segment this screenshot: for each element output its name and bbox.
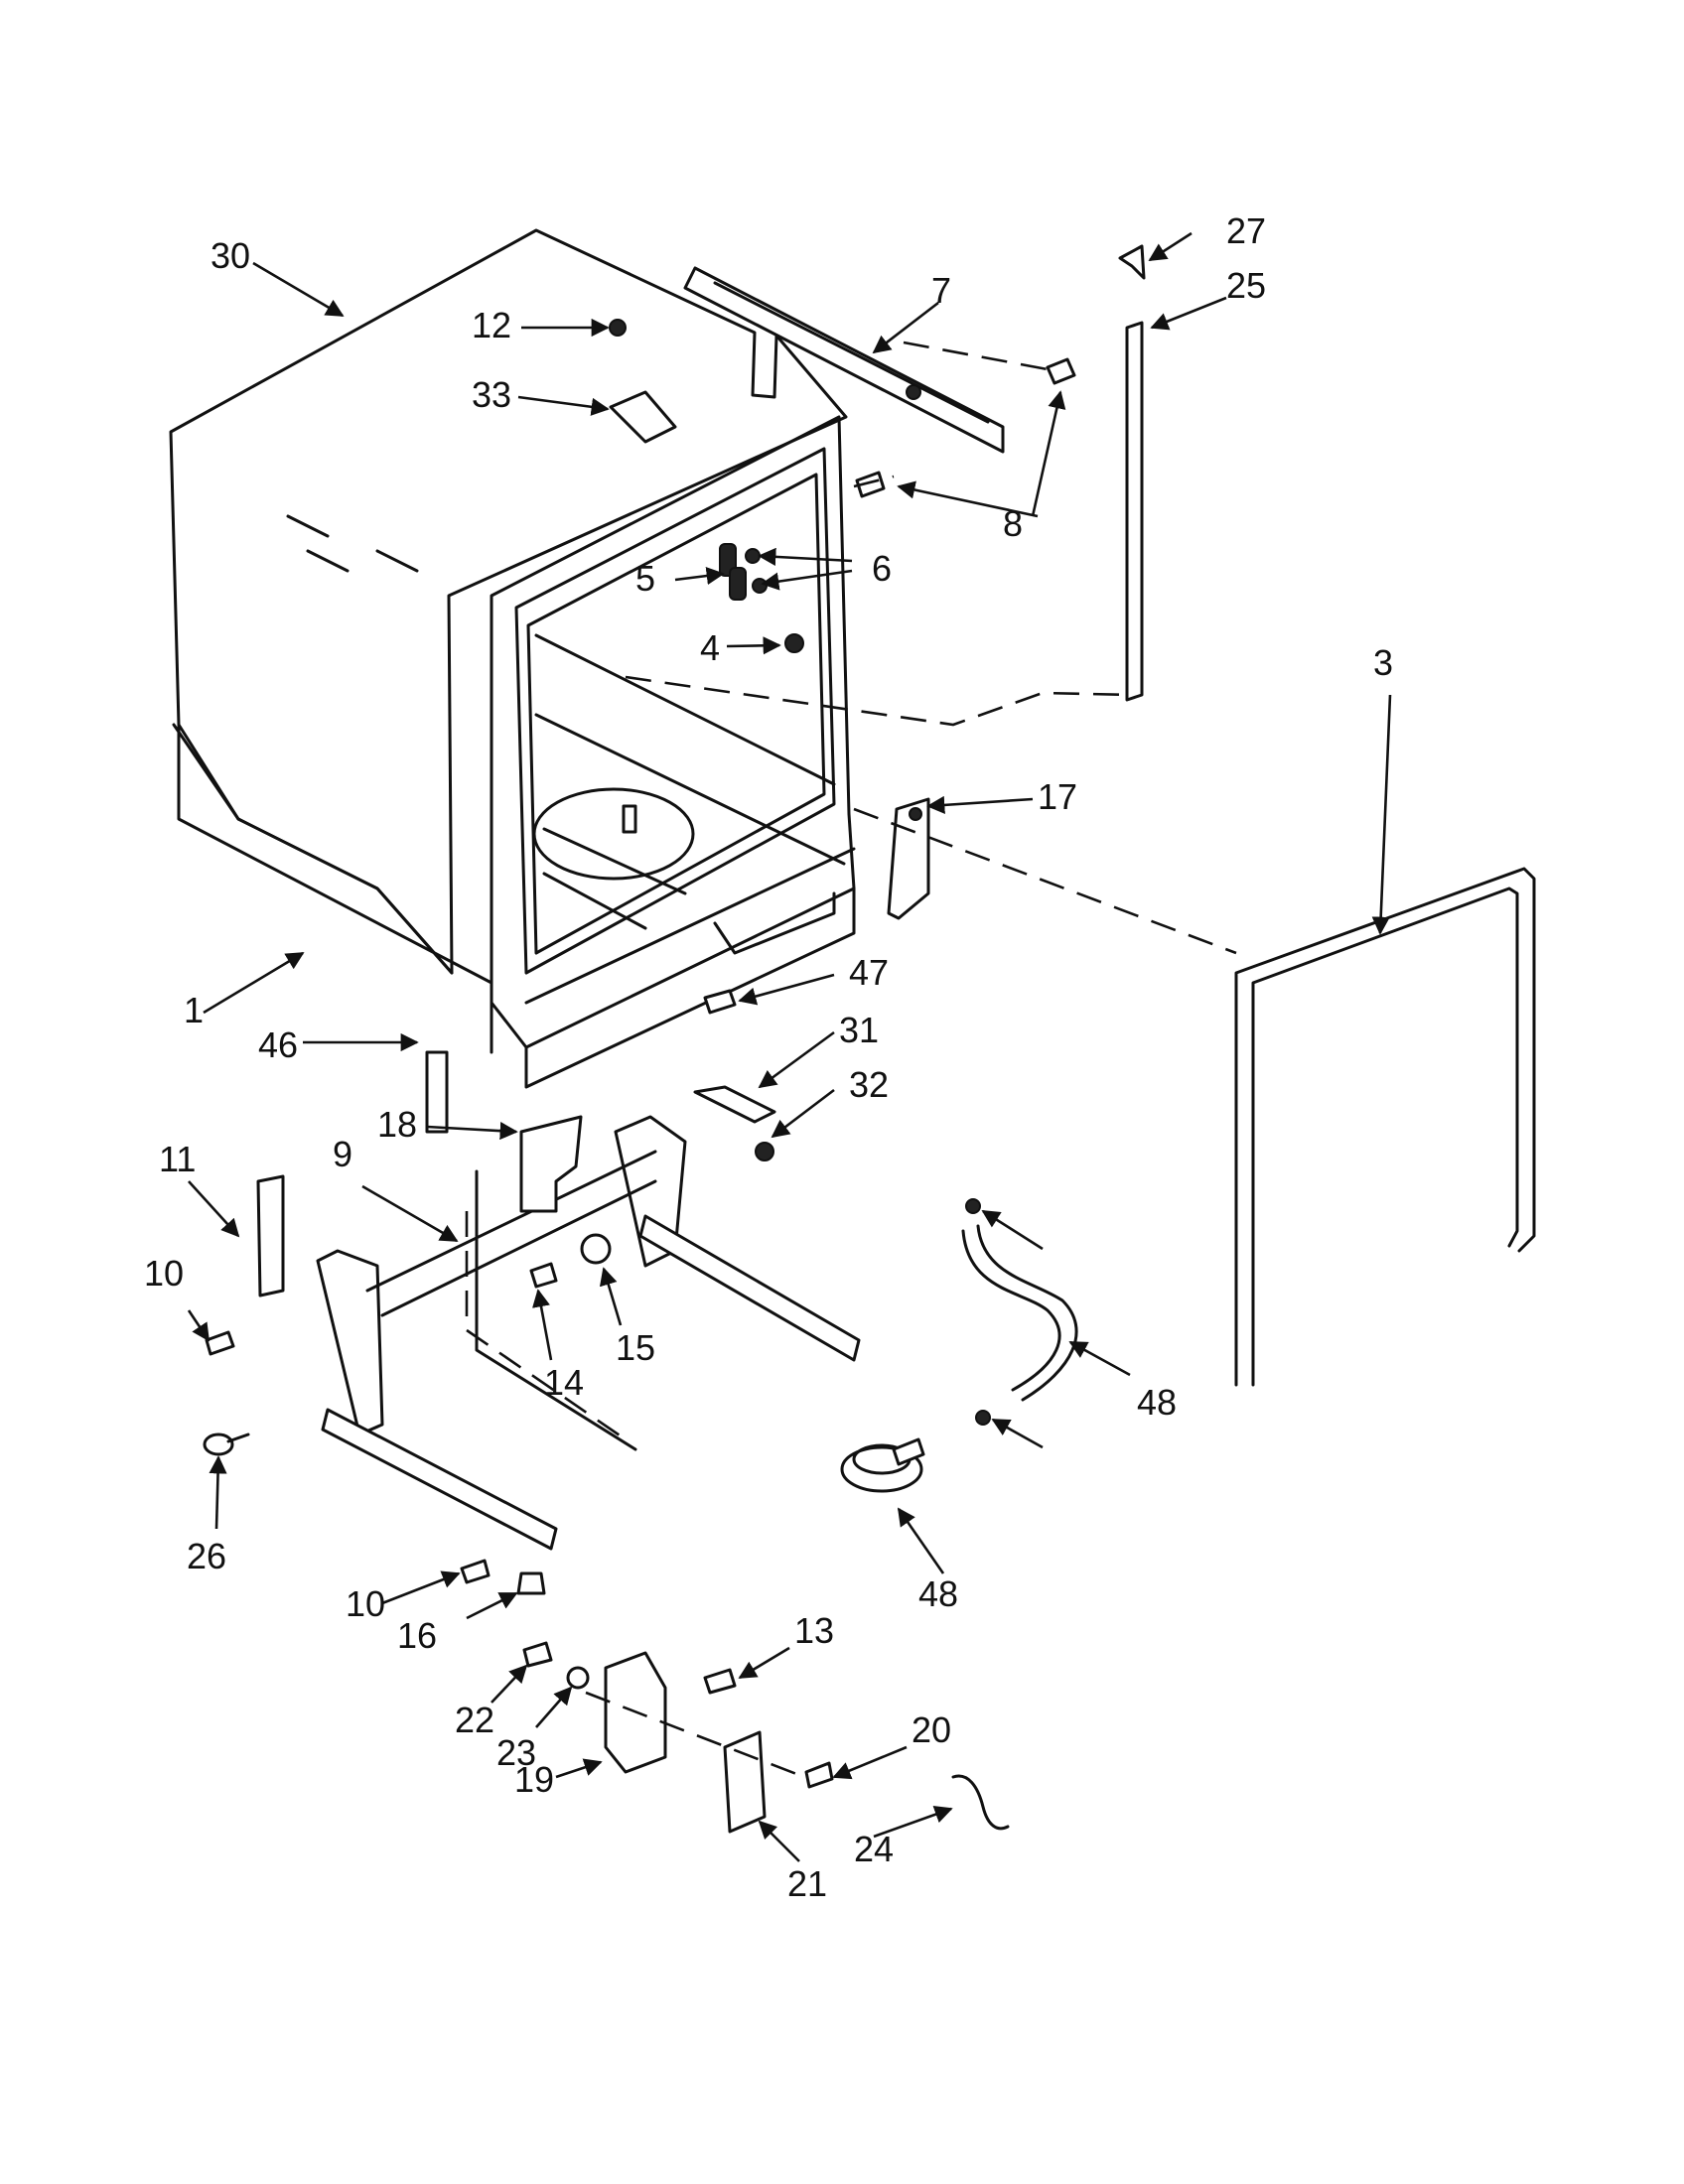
callout-17: 17 (1038, 776, 1077, 817)
leveling-wheel (580, 1233, 612, 1265)
callout-23: 23 (496, 1732, 536, 1773)
side-trim (1118, 244, 1146, 702)
leveling-assembly (256, 1115, 861, 1551)
callout-25: 25 (1226, 265, 1266, 306)
hose-clamp-top (965, 1198, 981, 1214)
callout-10-left: 10 (144, 1253, 184, 1294)
callout-4: 4 (700, 627, 720, 668)
callout-33: 47 (849, 952, 889, 993)
callout-21: 21 (787, 1863, 827, 1904)
callout-19: 19 (514, 1759, 554, 1800)
vent-nut (784, 633, 804, 653)
pressure-switch-46 (840, 1437, 925, 1493)
float-30 (755, 1142, 774, 1161)
callout-22: 22 (455, 1700, 494, 1740)
foot-26 (203, 1433, 250, 1456)
callout-14: 14 (544, 1362, 584, 1403)
top-mounting-rail (683, 266, 1005, 454)
front-leg (519, 1115, 583, 1213)
callout-18: 18 (377, 1104, 417, 1145)
callout-6: 6 (872, 548, 892, 589)
callout-24: 24 (854, 1829, 894, 1869)
tub-front-frame (490, 415, 856, 1049)
screw-10b (460, 1559, 491, 1584)
callout-26: 26 (187, 1536, 226, 1576)
callout-29: 31 (839, 1010, 879, 1050)
callout-27: 27 (1226, 210, 1266, 251)
leveling-leg-16 (516, 1571, 546, 1595)
screw-8b (855, 471, 886, 498)
dashed-lines (465, 341, 1237, 1779)
screw-33 (703, 989, 737, 1015)
callout-3: 3 (1373, 642, 1393, 683)
washer-23 (566, 1666, 590, 1690)
callout-30: 32 (849, 1064, 889, 1105)
hose-clamp-bottom (975, 1410, 991, 1426)
drain-bracket (887, 797, 930, 920)
wheel-plate-left (256, 1174, 285, 1297)
callout-16: 16 (397, 1615, 437, 1656)
screw-8a (1046, 357, 1076, 385)
callout-32: 46 (258, 1024, 298, 1065)
cable-24 (951, 1774, 1010, 1831)
screw-20 (804, 1761, 834, 1789)
callout-10-bottom: 10 (346, 1583, 385, 1624)
bracket-21 (723, 1730, 767, 1834)
callout-labels: 30 1 3 4 5 6 7 8 9 10 10 11 12 13 14 15 … (144, 210, 1393, 1904)
callout-28: 30 (210, 235, 250, 276)
callout-5: 5 (635, 558, 655, 599)
screw-22 (522, 1641, 553, 1668)
callout-8: 8 (1003, 503, 1023, 544)
tub-assembly (169, 228, 856, 1134)
screw-13 (703, 1668, 737, 1695)
trim-cap (1118, 244, 1146, 280)
bracket-29 (693, 1085, 776, 1124)
leader-lines (187, 231, 1392, 1862)
callout-47: 48 (1137, 1382, 1177, 1423)
door-gasket (1234, 867, 1536, 1387)
screw-10a (205, 1330, 235, 1356)
callout-12: 12 (472, 305, 511, 345)
callout-7: 7 (931, 270, 951, 311)
callout-31: 33 (472, 374, 511, 415)
mounting-bracket (609, 390, 677, 444)
callout-20: 20 (912, 1709, 951, 1750)
callout-9: 9 (333, 1134, 352, 1174)
callout-46: 48 (918, 1573, 958, 1614)
tub-side (177, 723, 493, 1054)
callout-15: 15 (616, 1327, 655, 1368)
callout-13: 13 (794, 1610, 834, 1651)
callout-1: 1 (184, 990, 204, 1030)
fill-hose (961, 1198, 1078, 1426)
callout-11: 11 (159, 1139, 196, 1179)
